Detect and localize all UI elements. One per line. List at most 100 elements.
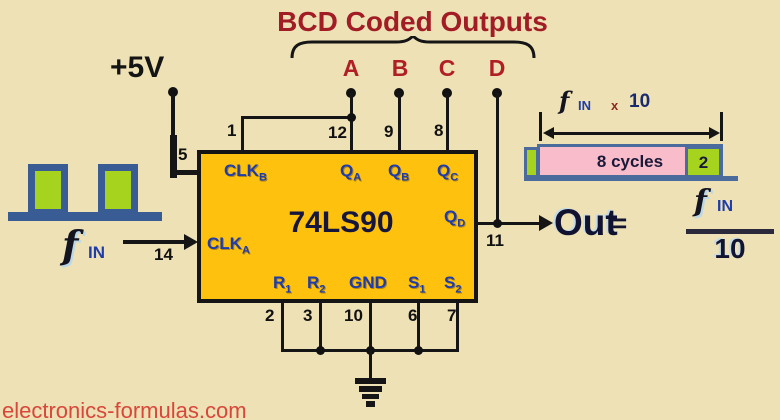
- pin-number-1: 1: [227, 121, 237, 140]
- watermark: electronics-formulas.com: [2, 398, 247, 420]
- output-label-a: A: [342, 55, 360, 81]
- waveform-baseline: [8, 212, 162, 221]
- clka-sub: A: [241, 244, 250, 257]
- ground-icon: [355, 378, 386, 384]
- timing-tick-left: [539, 112, 542, 141]
- pin5-wire: [171, 170, 200, 175]
- ground-bar-4: [366, 401, 375, 407]
- wire-pin10: [369, 303, 372, 352]
- qa-text: Q: [340, 161, 354, 180]
- output-label-b: B: [391, 55, 409, 81]
- r2-text: R: [307, 273, 320, 292]
- input-arrowhead-icon: [184, 234, 198, 250]
- ground-bar-3: [362, 394, 379, 399]
- ic-pin-label-clka: CLKA: [207, 234, 250, 256]
- wire-pin2: [281, 303, 284, 352]
- wire-qb-b: [398, 93, 401, 150]
- diagram-title: BCD Coded Outputs: [277, 6, 548, 37]
- s2-text: S: [444, 273, 456, 292]
- gnd-text: GND: [349, 273, 387, 292]
- wire-qc-c: [446, 93, 449, 150]
- ic-pin-label-qb: QB: [388, 161, 409, 183]
- supply-wire-thick: [170, 135, 177, 178]
- input-f-symbol: f: [62, 222, 79, 267]
- timing-times-sign: x: [611, 98, 619, 113]
- brace-icon: [290, 36, 536, 59]
- qc-sub: C: [450, 171, 459, 184]
- qc-text: Q: [437, 161, 451, 180]
- wire-pin3: [319, 303, 322, 352]
- qd-text: Q: [444, 207, 458, 226]
- ic-pin-label-clkb: CLKB: [224, 161, 267, 183]
- ic-pin-label-qc: QC: [437, 161, 458, 183]
- pin-number-6: 6: [408, 306, 418, 325]
- timing-f-symbol: f: [559, 86, 570, 115]
- waveform-pulse-2: [98, 164, 138, 216]
- ground-bar-2: [359, 386, 382, 392]
- s1-text: S: [408, 273, 420, 292]
- timing-span-wire: [548, 132, 715, 135]
- r1-text: R: [273, 273, 286, 292]
- ground-stem-wire: [369, 350, 372, 380]
- ic-pin-label-s2: S2: [444, 273, 461, 295]
- pin-number-14: 14: [154, 245, 173, 264]
- pin-number-2: 2: [265, 306, 275, 325]
- s1-sub: 1: [419, 283, 426, 296]
- junction-dot-qd: [493, 219, 502, 228]
- wire-clkb-feedback-h: [241, 116, 353, 119]
- qa-sub: A: [353, 171, 362, 184]
- clkb-text: CLK: [224, 161, 259, 180]
- junction-dot-qa: [347, 113, 356, 122]
- timing-tick-right: [720, 112, 723, 141]
- r1-sub: 1: [285, 283, 292, 296]
- input-wire: [123, 240, 187, 244]
- pin-number-9: 9: [384, 122, 394, 141]
- timing-times-value: 10: [629, 91, 651, 112]
- output-label-c: C: [438, 55, 456, 81]
- ic-pin-label-r1: R1: [273, 273, 291, 295]
- ic-pin-label-gnd: GND: [349, 273, 387, 293]
- pin-number-3: 3: [303, 306, 313, 325]
- input-f-subscript: IN: [88, 243, 105, 262]
- qd-output-wire: [478, 222, 541, 225]
- clka-text: CLK: [207, 234, 242, 253]
- fraction-bar: [686, 229, 774, 234]
- wire-pin6: [417, 303, 420, 352]
- qb-text: Q: [388, 161, 402, 180]
- r2-sub: 2: [319, 283, 326, 296]
- wire-qd-d: [496, 93, 499, 224]
- qd-sub: D: [457, 217, 466, 230]
- ic-pin-label-qd: QD: [444, 207, 465, 229]
- wire-clkb-feedback-v: [241, 116, 244, 150]
- supply-label: +5V: [110, 51, 165, 84]
- pin-number-12: 12: [328, 123, 347, 142]
- s2-sub: 2: [455, 283, 462, 296]
- formula-equals: =: [612, 208, 628, 238]
- junction-dot-pin6: [414, 346, 423, 355]
- waveform-pulse-1: [28, 164, 68, 216]
- ic-part-number: 74LS90: [288, 206, 394, 239]
- timing-f-subscript: IN: [578, 98, 591, 113]
- pin-number-8: 8: [434, 121, 444, 140]
- formula-denominator: 10: [714, 233, 746, 264]
- ic-74ls90: CLKB QA QB QC 74LS90 QD CLKA R1 R2 GND S…: [197, 150, 478, 303]
- ic-pin-label-s1: S1: [408, 273, 425, 295]
- output-arrowhead-icon: [539, 215, 553, 231]
- junction-dot-pin3: [316, 346, 325, 355]
- pin-number-5: 5: [178, 145, 188, 164]
- timing-arrowhead-left-icon: [543, 127, 554, 139]
- output-label-d: D: [488, 55, 506, 81]
- timing-last-box: 2: [685, 146, 722, 178]
- formula-out-text: Out: [554, 202, 618, 243]
- timing-bottom-bar: [524, 176, 738, 181]
- ic-pin-label-r2: R2: [307, 273, 325, 295]
- supply-terminal-dot: [168, 87, 178, 97]
- timing-arrowhead-right-icon: [709, 127, 720, 139]
- clkb-sub: B: [258, 171, 267, 184]
- formula-numerator-f: f: [694, 184, 707, 219]
- pin-number-7: 7: [447, 306, 457, 325]
- formula-numerator-subscript: IN: [717, 198, 733, 215]
- qb-sub: B: [401, 171, 410, 184]
- pin-number-11: 11: [486, 231, 504, 250]
- wire-pin7: [456, 303, 459, 352]
